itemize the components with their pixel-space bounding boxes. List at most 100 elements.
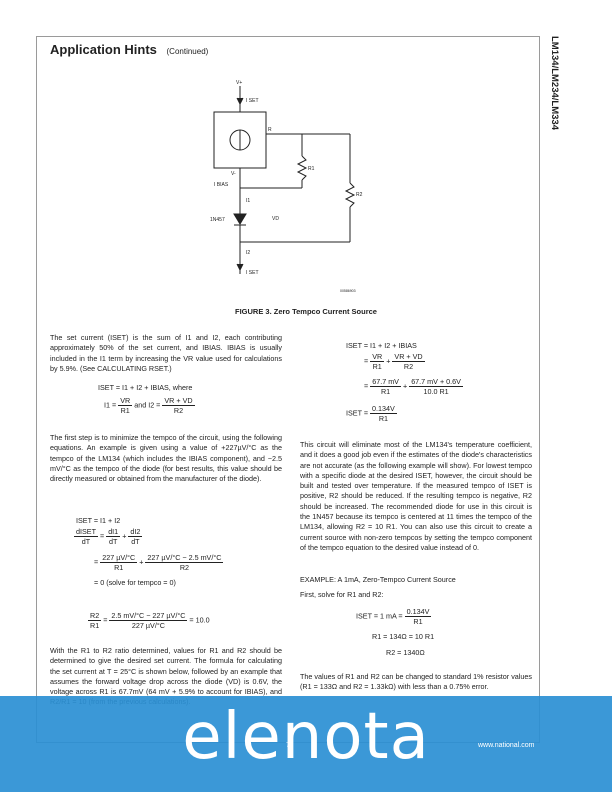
diode-1n457 — [233, 213, 247, 225]
label-vminus: V- — [231, 171, 236, 177]
eq-4c-plus: + — [402, 381, 408, 391]
eq-5c: R2 = 1340Ω — [386, 648, 425, 657]
label-i1: I1 — [246, 198, 250, 204]
part-number-sidebar: LM134/LM234/LM334 — [546, 36, 562, 236]
eq-4b-den-1: R1 — [372, 362, 382, 371]
label-figure-code: 00586903 — [340, 289, 356, 293]
resistor-r2 — [344, 182, 356, 208]
eq-1b-lhs: I1 = — [104, 400, 117, 410]
eq-4d-den: R1 — [378, 414, 389, 423]
eq-3-num-2: 2.5 mV/°C − 227 µV/°C — [109, 611, 188, 621]
eq-1b-num-2: VR + VD — [162, 396, 195, 406]
eq-1b-den-1: R1 — [120, 406, 130, 415]
eq-4c-equals: = — [364, 381, 369, 391]
eq-1b-den-2: R2 — [173, 406, 184, 415]
eq-2b-num-2: dI2 — [128, 527, 143, 537]
header-subtitle: (Continued) — [166, 47, 209, 56]
eq-4d-num: 0.134V — [370, 404, 397, 414]
eq-5b: R1 = 134Ω = 10 R1 — [372, 632, 435, 641]
part-number: LM134/LM234/LM334 — [549, 36, 560, 130]
eq-2b-equals: = — [99, 531, 105, 541]
eq-4b-plus: + — [386, 356, 391, 366]
watermark-band — [0, 696, 612, 792]
eq-4c-num-2: 67.7 mV + 0.6V — [409, 377, 463, 387]
watermark-text: elenota — [182, 700, 430, 774]
eq-2b-num-1: dI1 — [106, 527, 121, 537]
label-vd: VD — [272, 216, 279, 222]
eq-3-num: R2 — [88, 611, 102, 621]
label-i2: I2 — [246, 250, 250, 256]
eq-5a-den: R1 — [413, 617, 423, 626]
eq-2c-num-1: 227 µV/°C — [100, 553, 138, 563]
label-iset-top: I SET — [246, 98, 259, 104]
left-para-1: The set current (ISET) is the sum of I1 … — [50, 333, 282, 373]
eq-2c-equals: = — [94, 557, 99, 567]
right-para-2: The values of R1 and R2 can be changed t… — [300, 672, 532, 692]
eq-1a: ISET = I1 + I2 + IBIAS, where — [98, 383, 193, 392]
eq-3-den-2: 227 µV/°C — [131, 621, 165, 630]
eq-5a-lhs: ISET = 1 mA = — [356, 611, 403, 621]
eq-2b-den-1: dT — [108, 537, 118, 546]
label-vplus: V+ — [236, 80, 242, 86]
zero-tempco-circuit-diagram: V+ I SET R V- R1 R2 I BIAS I1 1N457 VD I… — [210, 80, 363, 293]
eq-1b-and: and I2 = — [134, 400, 161, 410]
label-diode: 1N457 — [210, 217, 225, 223]
page-number: 7 — [286, 742, 290, 749]
label-ibias: I BIAS — [214, 182, 229, 188]
eq-2d: = 0 (solve for tempco = 0) — [94, 578, 176, 587]
eq-4b-den-2: R2 — [403, 362, 414, 371]
label-iset-bottom: I SET — [246, 270, 259, 276]
label-r1: R1 — [308, 166, 315, 172]
figure-caption: FIGURE 3. Zero Tempco Current Source — [235, 307, 377, 316]
eq-4d-lhs: ISET = — [346, 408, 369, 418]
eq-2b-plus: + — [122, 531, 127, 541]
eq-3-result: = 10.0 — [189, 615, 210, 625]
first-step-text: First, solve for R1 and R2: — [300, 590, 384, 599]
eq-4c-num-1: 67.7 mV — [370, 377, 401, 387]
label-r: R — [268, 127, 272, 133]
eq-2a: ISET = I1 + I2 — [76, 516, 121, 525]
eq-4c-den-1: R1 — [380, 387, 391, 396]
eq-3-equals: = — [103, 615, 108, 625]
eq-2c-den-1: R1 — [114, 563, 124, 572]
example-heading: EXAMPLE: A 1mA, Zero-Tempco Current Sour… — [300, 575, 456, 584]
eq-2b-den-2: dT — [131, 537, 140, 546]
eq-4a: ISET = I1 + I2 + IBIAS — [346, 341, 417, 350]
eq-2b-num: dISET — [74, 527, 98, 537]
eq-1b-num-1: VR — [118, 396, 133, 406]
site-url: www.national.com — [478, 742, 535, 749]
resistor-r1 — [296, 155, 308, 181]
label-r2: R2 — [356, 192, 363, 198]
eq-4b-num-1: VR — [370, 352, 385, 362]
eq-3-den: R1 — [90, 621, 100, 630]
right-para-1: This circuit will eliminate most of the … — [300, 440, 532, 552]
eq-4c-den-2: 10.0 R1 — [423, 387, 449, 396]
eq-2c-den-2: R2 — [179, 563, 190, 572]
eq-2c-num-2: 227 µV/°C − 2.5 mV/°C — [145, 553, 224, 563]
left-para-2: The first step is to minimize the tempco… — [50, 433, 282, 484]
header-title: Application Hints — [50, 42, 157, 57]
eq-2c-plus: + — [139, 557, 144, 567]
